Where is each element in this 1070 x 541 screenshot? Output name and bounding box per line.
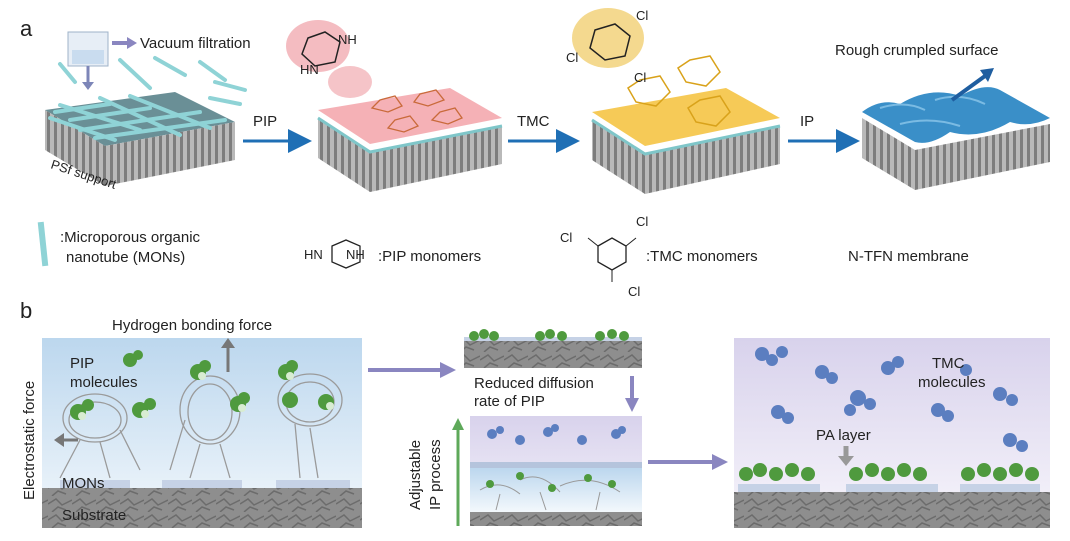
arrow-to-right-head [712, 454, 728, 470]
tmc-cl-label-3: Cl [634, 70, 646, 85]
panel-b-letter: b [20, 298, 32, 323]
pip-molecules-1: PIP [70, 355, 94, 372]
panel-a-letter: a [20, 16, 33, 41]
tmc-monomer-structure: Cl Cl Cl [560, 214, 648, 299]
rough-surface-label: Rough crumpled surface [835, 42, 998, 59]
legend-pip: :PIP monomers [378, 248, 481, 265]
tmc-cl-label-2: Cl [566, 50, 578, 65]
adjustable-2: IP process [427, 439, 444, 510]
pip-legend-nh: NH [346, 247, 365, 262]
reduced-diffusion-2: rate of PIP [474, 393, 545, 410]
adjustable-arrowhead [452, 418, 464, 430]
tmc-layer-block: Cl Cl Cl [566, 8, 781, 194]
psf-support-block: PSf support [45, 56, 247, 192]
pip-monomer-structure: HN NH [304, 239, 365, 269]
adjustable-1: Adjustable [407, 440, 424, 510]
vacuum-filtration-label: Vacuum filtration [140, 35, 251, 52]
substrate-label: Substrate [62, 507, 126, 524]
panel-b-left [42, 338, 362, 528]
legend-ntfn: N-TFN membrane [848, 248, 969, 265]
ntfn-membrane-block [862, 87, 1050, 190]
rough-arrowhead [980, 68, 994, 82]
ip-arrow-label: IP [800, 113, 814, 130]
legend-tmc: :TMC monomers [646, 248, 758, 265]
pip-layer-block: HN NH [286, 20, 503, 192]
rough-arrow [950, 74, 987, 102]
filtration-arrowhead [127, 37, 137, 49]
electrostatic-label: Electrostatic force [21, 381, 38, 500]
mons-legend-icon [37, 221, 49, 267]
tmc-legend-cl-1: Cl [560, 230, 572, 245]
legend-mons-2: nanotube (MONs) [66, 249, 185, 266]
tmc-cl-label-1: Cl [636, 8, 648, 23]
reduced-diffusion-1: Reduced diffusion [474, 375, 594, 392]
tmc-legend-cl-2: Cl [636, 214, 648, 229]
pip-arrow-label: PIP [253, 113, 277, 130]
filtration-icon [67, 31, 109, 90]
panel-b-bottom-middle [470, 416, 642, 526]
panel-b-right [734, 338, 1050, 528]
pip-legend-hn: HN [304, 247, 323, 262]
tmc-legend-cl-3: Cl [628, 284, 640, 299]
arrow-to-top-middle-head [440, 362, 456, 378]
pip-nh-label: NH [338, 32, 357, 47]
legend-mons-1: :Microporous organic [60, 229, 201, 246]
mons-label: MONs [62, 475, 105, 492]
pip-molecules-2: molecules [70, 374, 138, 391]
tmc-arrow-label: TMC [517, 113, 550, 130]
pa-layer-label: PA layer [816, 427, 871, 444]
arrow-down-middle-head [625, 398, 639, 412]
panel-b-top-middle [464, 329, 642, 368]
tmc-molecules-2: molecules [918, 374, 986, 391]
hydrogen-bond-label: Hydrogen bonding force [112, 317, 272, 334]
tmc-molecules-1: TMC [932, 355, 965, 372]
pip-hn-label: HN [300, 62, 319, 77]
